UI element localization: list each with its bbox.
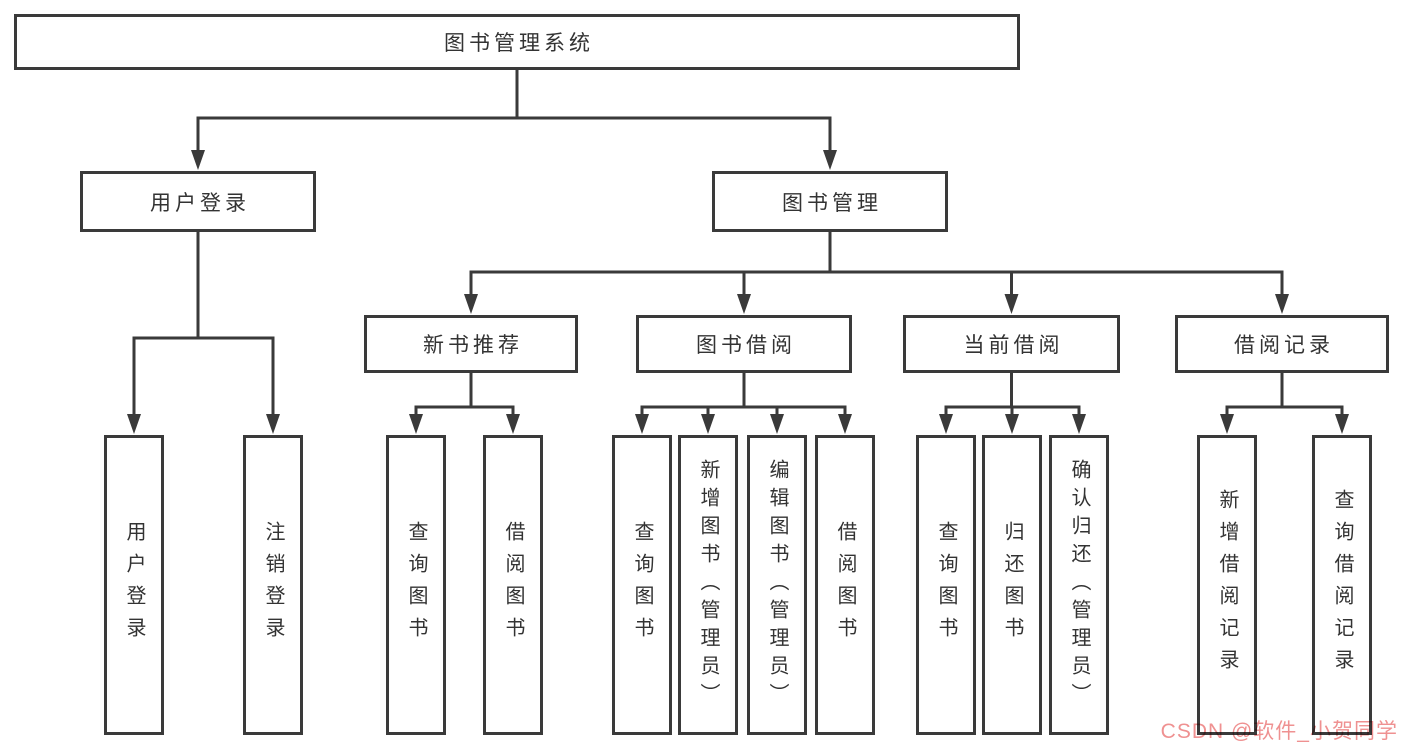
node-label: 用户登录 (123, 521, 145, 649)
node-user-login: 用户登录 (80, 171, 316, 232)
node-leaf-bb-query: 查询图书 (612, 435, 672, 735)
node-leaf-bb-edit: 编辑图书（管理员） (747, 435, 807, 735)
arrowhead-icon (409, 414, 423, 434)
arrowhead-icon (823, 150, 837, 170)
node-label: 用户登录 (150, 191, 250, 215)
node-leaf-bb-borrow: 借阅图书 (815, 435, 875, 735)
arrowhead-icon (1004, 294, 1019, 314)
arrowhead-icon (1275, 294, 1289, 314)
arrowhead-icon (506, 414, 520, 434)
node-label: 图书管理 (782, 191, 882, 215)
node-label: 借阅图书 (834, 521, 856, 649)
node-leaf-nb-query: 查询图书 (386, 435, 446, 735)
arrowhead-icon (1005, 414, 1019, 434)
node-label: 图书管理系统 (444, 32, 594, 55)
node-label: 归还图书 (1001, 521, 1023, 649)
node-current-borrow: 当前借阅 (903, 315, 1120, 373)
node-label: 查询借阅记录 (1331, 489, 1353, 681)
arrowhead-icon (737, 294, 751, 314)
arrowhead-icon (635, 414, 649, 434)
node-new-books: 新书推荐 (364, 315, 578, 373)
node-leaf-cb-query: 查询图书 (916, 435, 976, 735)
arrowhead-icon (701, 414, 715, 434)
node-label: 当前借阅 (963, 334, 1064, 357)
node-leaf-nb-borrow: 借阅图书 (483, 435, 543, 735)
arrowhead-icon (1335, 414, 1349, 434)
node-label: 确认归还（管理员） (1068, 459, 1090, 711)
node-label: 查询图书 (405, 521, 427, 649)
arrowhead-icon (770, 414, 784, 434)
node-label: 图书借阅 (696, 334, 796, 357)
arrowhead-icon (1220, 414, 1234, 434)
arrowhead-icon (127, 414, 141, 434)
node-label: 借阅记录 (1234, 334, 1334, 357)
arrowhead-icon (1072, 414, 1086, 434)
watermark: CSDN @软件_小贺同学 (1160, 720, 1398, 743)
node-leaf-logout: 注销登录 (243, 435, 303, 735)
arrowhead-icon (939, 414, 953, 434)
node-book-borrow: 图书借阅 (636, 315, 852, 373)
arrowhead-icon (464, 294, 478, 314)
node-leaf-cb-return: 归还图书 (982, 435, 1042, 735)
node-label: 借阅图书 (502, 521, 524, 649)
node-label: 查询图书 (631, 521, 653, 649)
node-label: 查询图书 (935, 521, 957, 649)
node-label: 新书推荐 (423, 334, 523, 357)
node-leaf-user-login: 用户登录 (104, 435, 164, 735)
node-borrow-records: 借阅记录 (1175, 315, 1389, 373)
node-label: 编辑图书（管理员） (766, 459, 788, 711)
node-leaf-br-query: 查询借阅记录 (1312, 435, 1372, 735)
node-leaf-br-add: 新增借阅记录 (1197, 435, 1257, 735)
arrowhead-icon (266, 414, 280, 434)
node-leaf-bb-add: 新增图书（管理员） (678, 435, 738, 735)
node-label: 新增图书（管理员） (697, 459, 719, 711)
arrowhead-icon (191, 150, 205, 170)
node-label: 注销登录 (262, 521, 284, 649)
arrowhead-icon (838, 414, 852, 434)
node-root: 图书管理系统 (14, 14, 1020, 70)
node-leaf-cb-confirm: 确认归还（管理员） (1049, 435, 1109, 735)
node-book-mgmt: 图书管理 (712, 171, 948, 232)
node-label: 新增借阅记录 (1216, 489, 1238, 681)
